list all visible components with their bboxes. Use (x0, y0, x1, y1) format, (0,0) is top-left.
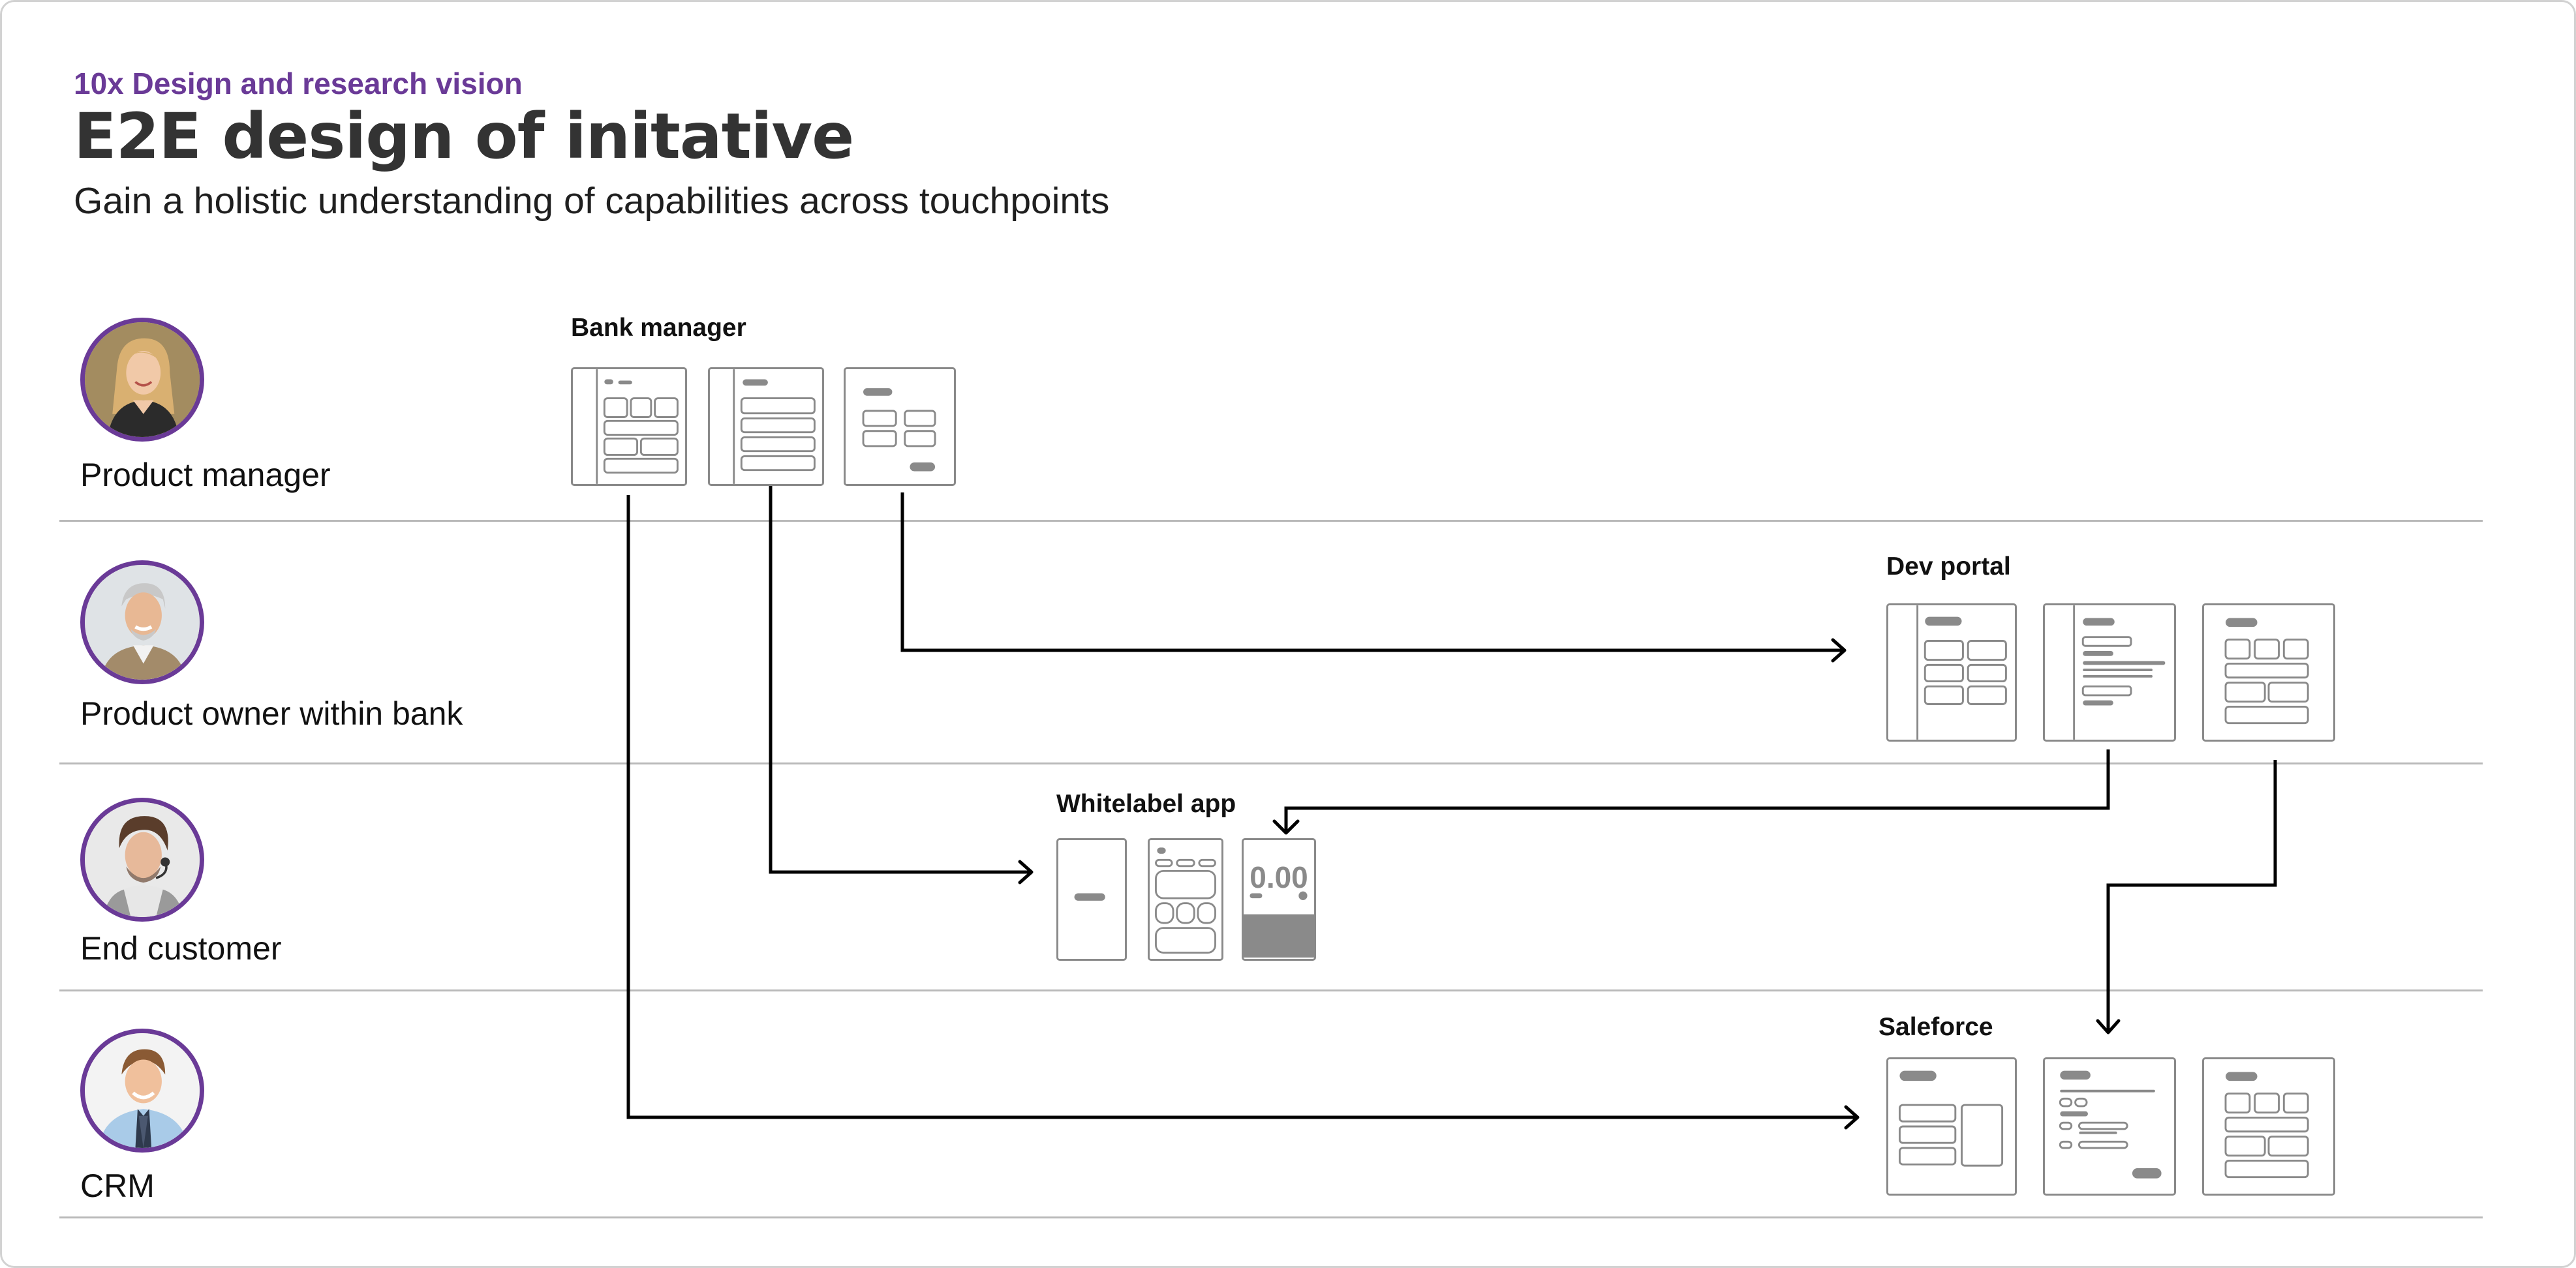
connector-devportal-to-whitelabel (1284, 749, 2110, 832)
persona-label: CRM (80, 1168, 155, 1204)
eyebrow-label: 10x Design and research vision (74, 67, 523, 100)
lane-divider (59, 1216, 2483, 1218)
page-title: E2E design of initative (74, 100, 854, 173)
lane-divider (59, 520, 2483, 522)
gray-haired-man-portrait-icon (80, 560, 204, 684)
dev-portal-screen-3 (2202, 603, 2335, 742)
man-with-tie-portrait-icon (80, 1029, 204, 1153)
arrowhead-right (1844, 1105, 1860, 1130)
connector-bank-to-salesforce (626, 495, 1856, 1119)
woman-portrait-icon (80, 318, 204, 442)
persona-label: Product owner within bank (80, 695, 463, 732)
page-subtitle: Gain a holistic understanding of capabil… (74, 180, 1110, 222)
group-title-whitelabel-app: Whitelabel app (1056, 790, 1236, 818)
salesforce-screen-3 (2202, 1057, 2335, 1196)
persona-label: Product manager (80, 457, 331, 493)
persona-label: End customer (80, 930, 282, 967)
whitelabel-screen-1 (1056, 838, 1127, 961)
whitelabel-screen-2 (1148, 838, 1223, 961)
connector-bank-to-devportal (900, 492, 1843, 652)
salesforce-screen-1 (1886, 1057, 2017, 1196)
connector-bank-to-whitelabel (769, 486, 1032, 874)
salesforce-screen-2 (2043, 1057, 2176, 1196)
whitelabel-screen-3: 0.00 (1242, 838, 1316, 961)
bank-manager-screen-2 (708, 367, 824, 486)
group-title-bank-manager: Bank manager (571, 314, 746, 342)
arrowhead-right (1831, 638, 1847, 663)
dev-portal-screen-2 (2043, 603, 2176, 742)
arrowhead-down (1272, 819, 1300, 835)
arrowhead-right (1018, 860, 1034, 884)
group-title-dev-portal: Dev portal (1886, 552, 2011, 581)
group-title-salesforce: Saleforce (1878, 1013, 1993, 1041)
dev-portal-screen-1 (1886, 603, 2017, 742)
young-man-portrait-icon (80, 798, 204, 922)
arrowhead-down (2096, 1019, 2121, 1034)
balance-amount: 0.00 (1250, 860, 1308, 894)
bank-manager-screen-1 (571, 367, 687, 486)
lane-divider (59, 989, 2483, 991)
bank-manager-screen-3 (844, 367, 956, 486)
lane-divider (59, 762, 2483, 764)
